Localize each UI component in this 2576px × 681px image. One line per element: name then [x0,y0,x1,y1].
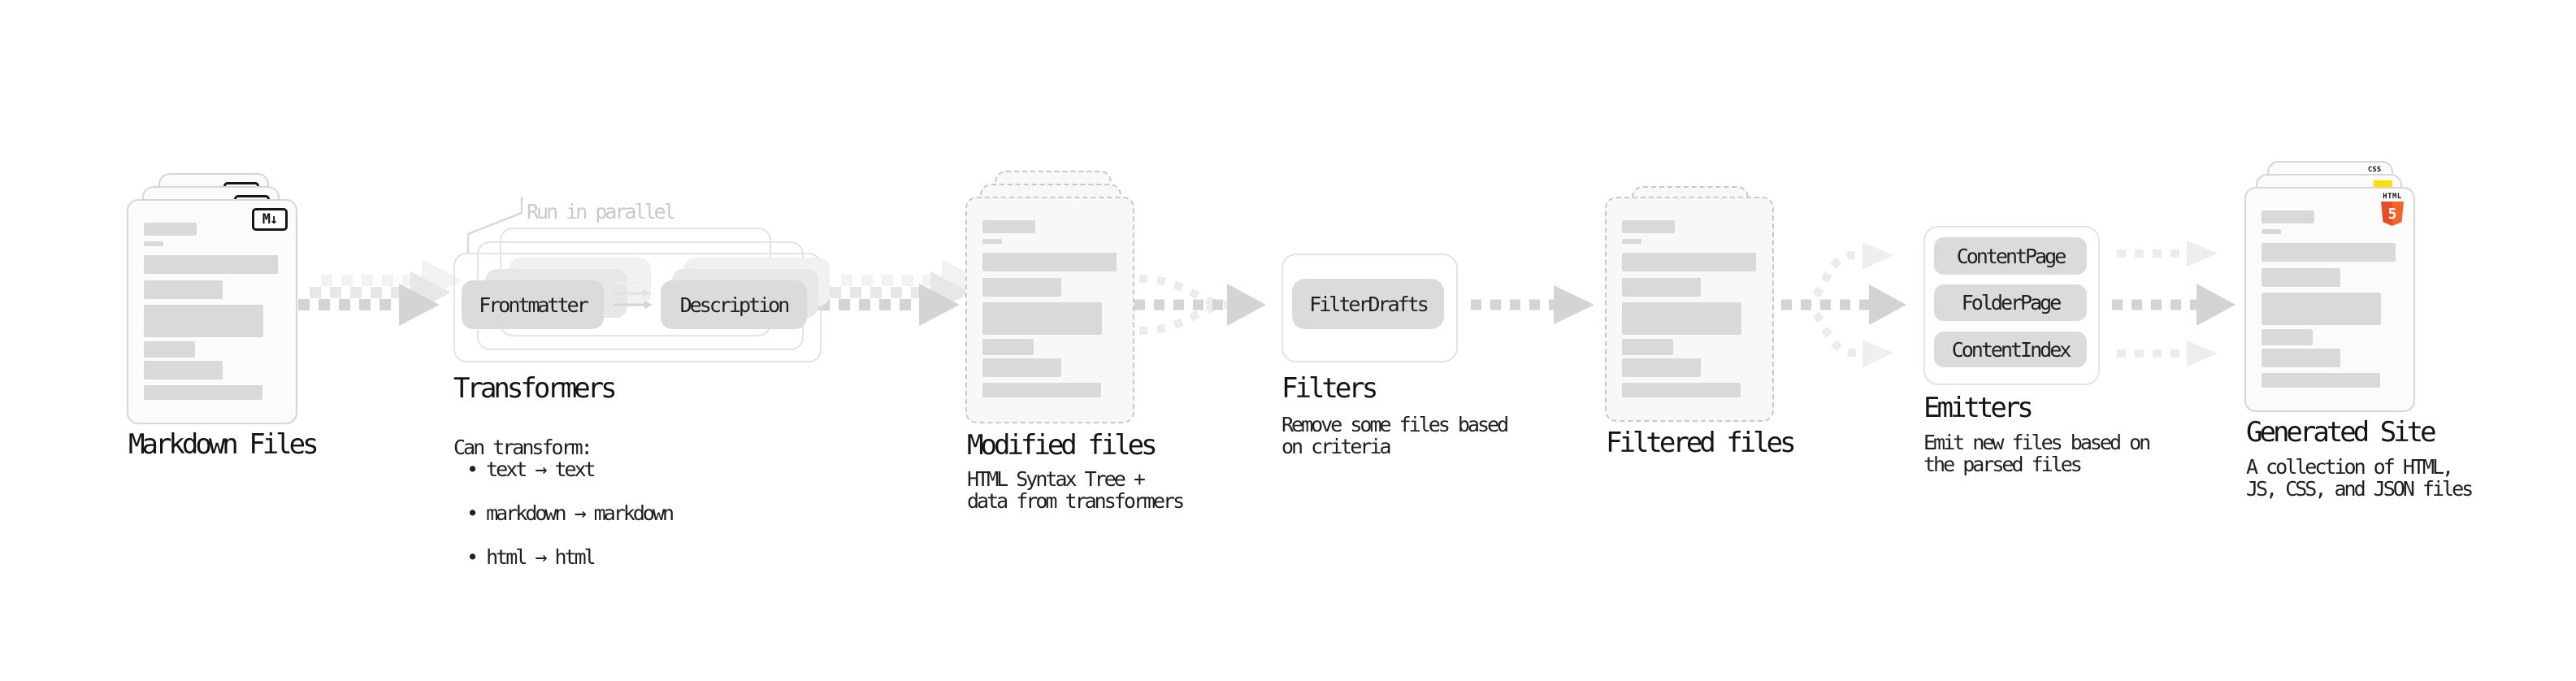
arrow-transformers-to-modified [818,259,982,326]
arrow-markdown-to-transformers [298,259,462,326]
modified-file-card-front [965,197,1134,423]
transform-bullet: text → text [453,458,672,480]
arrow-emitters-to-generated [2112,241,2236,367]
modified-files-description: HTML Syntax Tree + data from transformer… [967,467,1185,513]
arrow-modified-to-filters [1134,275,1266,335]
doc-text-bar [982,253,1117,271]
generated-site-description: A collection of HTML, JS, CSS, and JSON … [2246,455,2474,501]
contentindex-node: ContentIndex [1934,332,2087,367]
doc-text-bar [2262,243,2396,262]
emitters-description: Emit new files based on the parsed files [1923,431,2151,476]
doc-text-bar [2262,229,2281,234]
filterdrafts-node: FilterDrafts [1292,279,1444,329]
doc-text-bar [144,255,278,274]
frontmatter-node: Frontmatter [462,280,604,329]
modified-files-heading: Modified files [967,429,1158,462]
doc-text-bar [2262,293,2381,325]
doc-text-bar [982,278,1061,297]
doc-text-bar [1622,278,1701,297]
doc-text-bar [144,241,163,246]
filters-description: Remove some files based on criteria [1281,413,1509,458]
transformer-inner-arrows [614,279,653,309]
doc-text-bar [1622,339,1673,355]
doc-text-bar [144,223,197,236]
doc-text-bar [2262,329,2313,345]
doc-text-bar [982,302,1102,335]
transformer-frame-front [453,253,822,362]
doc-text-bar [2262,268,2340,287]
doc-text-bar [982,383,1101,397]
html5-icon: HTML 5 [2381,193,2404,226]
emitters-heading: Emitters [1923,392,2034,424]
doc-text-bar [1622,239,1641,244]
doc-text-bar [982,339,1034,355]
arrow-filters-to-filtered [1471,285,1594,324]
doc-text-bar [2262,373,2380,388]
doc-text-bar [982,220,1035,233]
doc-text-bar [2262,210,2314,223]
transform-bullet: markdown → markdown [453,502,674,524]
markdown-files-label: Markdown Files [128,428,319,461]
doc-text-bar [144,341,195,358]
doc-text-bar [1622,253,1756,271]
contentpage-node: ContentPage [1934,237,2087,275]
markdown-file-card-front: M↓ [127,199,297,424]
folderpage-node: FolderPage [1934,284,2087,321]
filtered-file-card-front [1605,197,1774,422]
annotation-connector-line [466,197,523,254]
description-node: Description [661,280,807,329]
doc-text-bar [144,280,223,299]
transformers-description: Can transform: text → text markdown → ma… [453,414,674,590]
doc-text-bar [2262,349,2340,367]
html5-shield: 5 [2381,202,2404,226]
doc-text-bar [1622,220,1675,233]
generated-site-heading: Generated Site [2246,416,2437,449]
doc-text-bar [1622,383,1741,397]
doc-text-bar [982,239,1002,244]
doc-text-bar [982,358,1061,377]
doc-text-bar [1622,358,1701,377]
transformers-heading: Transformers [453,372,618,405]
filters-heading: Filters [1281,372,1378,405]
can-transform-title: Can transform: [453,436,593,459]
transform-bullet: html → html [453,546,672,568]
arrow-filtered-to-emitters [1781,242,1906,367]
doc-text-bar [1622,302,1741,335]
doc-text-bar [144,385,262,400]
generated-file-card-html: HTML 5 [2244,187,2415,412]
run-in-parallel-annotation: Run in parallel [527,200,676,223]
markdown-icon: M↓ [252,208,288,231]
doc-text-bar [144,361,223,380]
filtered-files-label: Filtered files [1606,427,1797,459]
doc-text-bar [144,305,263,337]
